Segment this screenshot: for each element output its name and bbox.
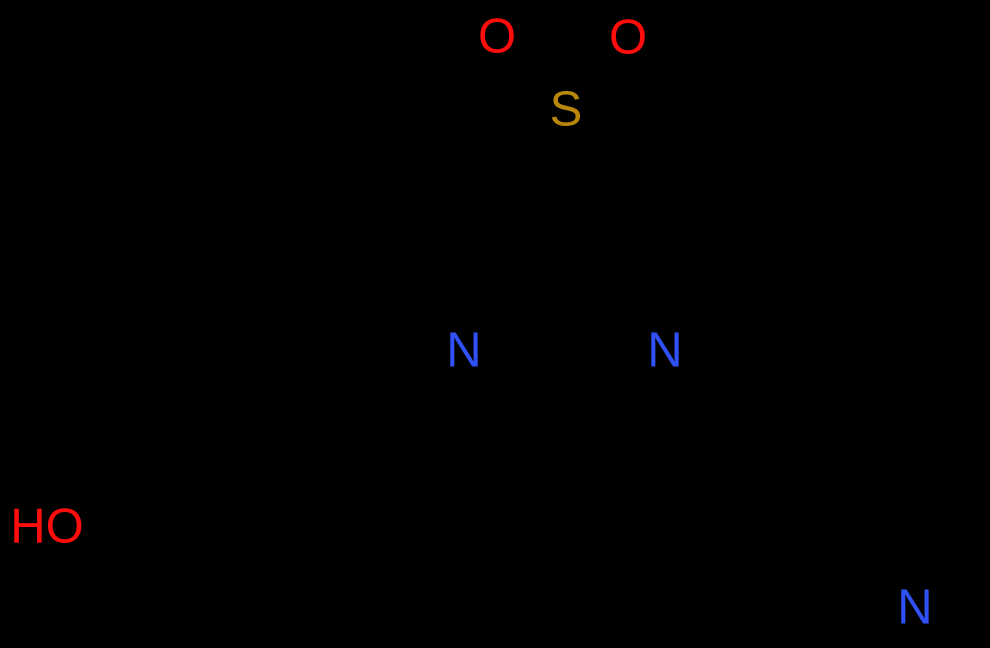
bond-py-c <box>866 561 934 624</box>
bond-ph-oh <box>76 523 134 534</box>
bond-group <box>76 36 936 630</box>
bond-nl-c-down <box>460 378 582 456</box>
bond-ph-c-2 <box>129 521 237 599</box>
bond-ph-c-1 <box>123 531 231 609</box>
atom-label-n-pyridine: N <box>897 580 933 635</box>
bond-py-d-1 <box>757 590 875 618</box>
bond-ring-c-nr <box>574 251 664 322</box>
bond-py-f-1 <box>720 400 808 498</box>
atom-label-n-piperazine-left: N <box>446 323 482 378</box>
bond-s-o-left-b <box>525 36 564 75</box>
atom-label-s-sulfonyl: S <box>549 82 583 137</box>
bond-ph-a-2 <box>159 376 307 459</box>
bond-s-o-left-a <box>508 53 547 92</box>
bond-nr-c-down <box>574 378 669 456</box>
bond-ph-a-1 <box>153 366 301 449</box>
atom-label-o-right: O <box>608 10 648 65</box>
bond-ph-d <box>226 556 374 604</box>
bond-ph-f <box>296 371 404 464</box>
bond-py-f-2 <box>712 392 800 490</box>
bond-py-d-2 <box>755 602 873 630</box>
atom-label-o-left: O <box>477 9 517 64</box>
bond-nl-c-aryl <box>296 341 444 379</box>
bond-py-e <box>716 486 764 604</box>
bond-s-o-right-b <box>569 37 607 75</box>
bond-ph-e-1 <box>372 458 410 566</box>
bond-ph-b <box>126 446 164 534</box>
bond-ph-e-2 <box>360 454 398 562</box>
bond-py-a-1 <box>794 402 932 465</box>
bond-py-a-2 <box>798 390 936 453</box>
bond-nr-c-aryl <box>688 336 804 404</box>
bond-ring-c-nl <box>478 251 582 324</box>
atom-label-n-piperazine-right: N <box>647 323 683 378</box>
atom-label-hydroxyl: HO <box>10 499 84 554</box>
bond-s-o-right-a <box>586 54 624 92</box>
